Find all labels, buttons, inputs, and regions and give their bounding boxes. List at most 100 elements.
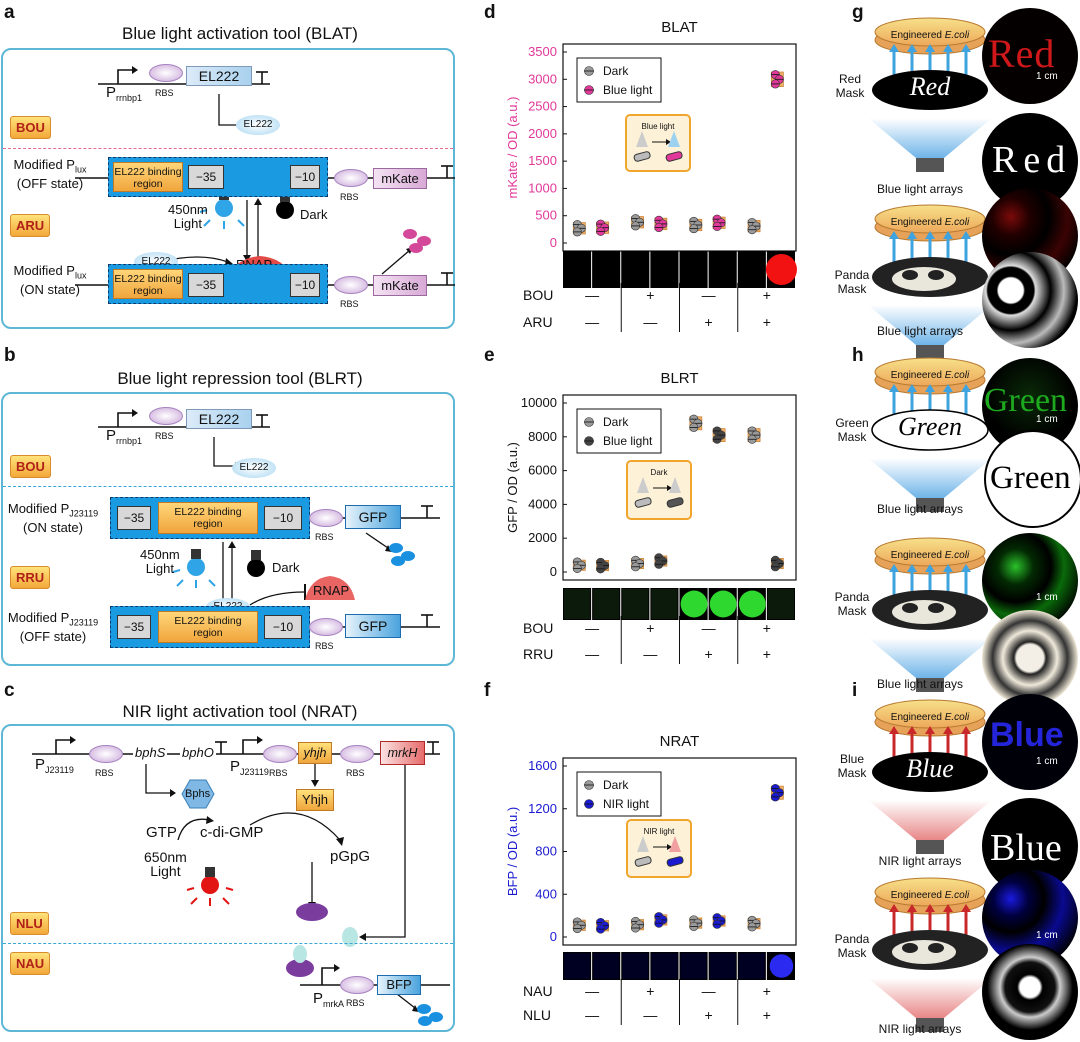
condition-sign: + [763,314,771,330]
y-tick-label: 0 [550,235,557,250]
row-label: RRU [523,646,553,662]
condition-sign: — [702,287,716,303]
fluor-bg [622,589,649,619]
mask-label: Panda Mask [834,932,870,960]
light-arrow-head [925,231,935,239]
gfp-gene: GFP [345,614,401,638]
condition-sign: + [705,314,713,330]
fluor-bg [709,252,736,287]
dark-label: Dark [272,560,300,575]
tube-icon [634,497,652,508]
light-arrow-head [925,904,935,912]
dish-label: Engineered E.coli [890,890,970,901]
rbs-label: RBS [155,431,174,441]
condition-sign: + [763,646,771,662]
scale-bar: 1 cm [1036,592,1058,603]
rbs-icon [334,169,368,187]
mask [872,752,988,792]
minus35-box: −35 [188,273,224,297]
chart-title: BLAT [661,19,697,36]
cdigmp-label: c-di-GMP [200,824,264,841]
inset-label: NIR light [644,827,675,836]
y-tick-label: 2000 [528,126,557,141]
condition-sign: — [643,646,657,662]
pgpg-label: pGpG [330,848,371,865]
legend-label: Dark [603,64,629,78]
light-array-icon [916,498,944,512]
light-arrow-head [961,904,971,912]
promoter-label: Prrnbp1 [106,84,143,103]
mask-word: Blue [906,754,954,783]
minus35-box: −35 [117,506,151,530]
row-label: NLU [523,1007,551,1023]
mkate-gene: mKate [373,275,427,296]
minus10-box: −10 [290,273,320,297]
panel-label-h: h [852,345,864,366]
light-beam [868,978,992,1018]
mask [872,70,988,110]
mask-word: Green [897,412,962,441]
light-array-icon [916,678,944,692]
panda-eye [928,270,944,280]
light-arrow-head [907,44,917,52]
y-tick-label: 3500 [528,44,557,59]
panel-b-frame [1,392,455,666]
panel-label-f: f [484,680,491,701]
rbs-label: RBS [95,768,114,778]
arrays-label: NIR light arrays [878,854,962,868]
y-tick-label: 1000 [528,180,557,195]
green-mask-text: Green [990,460,1071,496]
lamp-icon [668,131,680,147]
legend-label: Blue light [603,83,653,97]
green-mask-photo [984,430,1080,528]
fluor-bg [564,252,591,287]
arrays-label: Blue light arrays [876,182,964,196]
row-label: BOU [523,620,553,636]
promoter-label: PJ23119 [35,756,74,775]
condition-sign: — [702,983,716,999]
mod-plux-on: Modified Plux(ON state) [13,263,87,297]
masks-svg [868,17,992,1032]
dish-label: Engineered E.coli [890,30,970,41]
tube-icon [634,856,652,867]
fluor-bg [622,953,649,979]
condition-sign: — [585,646,599,662]
condition-sign: — [643,1007,657,1023]
rbs-icon [309,509,343,527]
el222-protein: EL222 [236,115,280,135]
panda-eye [928,603,944,613]
minus10-box: −10 [264,615,302,639]
inset-label: Dark [651,468,669,477]
el222-gene: EL222 [186,409,252,429]
rbs-label: RBS [315,532,334,542]
fluor-spot [680,590,708,618]
light-arrow-head [889,44,899,52]
row-label: ARU [523,314,553,330]
y-tick-label: 1500 [528,153,557,168]
red-result-text: Red [988,31,1056,76]
el222-protein: EL222 [232,458,276,478]
panel-c-frame [1,724,455,1032]
chart-title: NRAT [660,733,700,750]
y-tick-label: 10000 [521,395,557,410]
panda-mask-photo [982,252,1078,348]
scale-bar: 1 cm [1036,414,1058,425]
panda-mask-photo [982,610,1078,706]
inset-arrow-head [666,139,671,145]
rbs-label: RBS [340,192,359,202]
binding-region: EL222 binding region [113,269,183,299]
panda-mask [892,267,956,291]
condition-sign: + [763,983,771,999]
panel-label-a: a [4,2,15,23]
legend [576,408,662,454]
rbs-icon [149,64,183,82]
condition-sign: — [585,287,599,303]
y-tick-label: 6000 [528,463,557,478]
rbs-label: RBS [346,768,365,778]
mask-label: Panda Mask [834,268,870,296]
dish-label: Engineered E.coli [890,370,970,381]
light-array-icon [916,158,944,172]
nau-label: NAU [10,952,51,975]
